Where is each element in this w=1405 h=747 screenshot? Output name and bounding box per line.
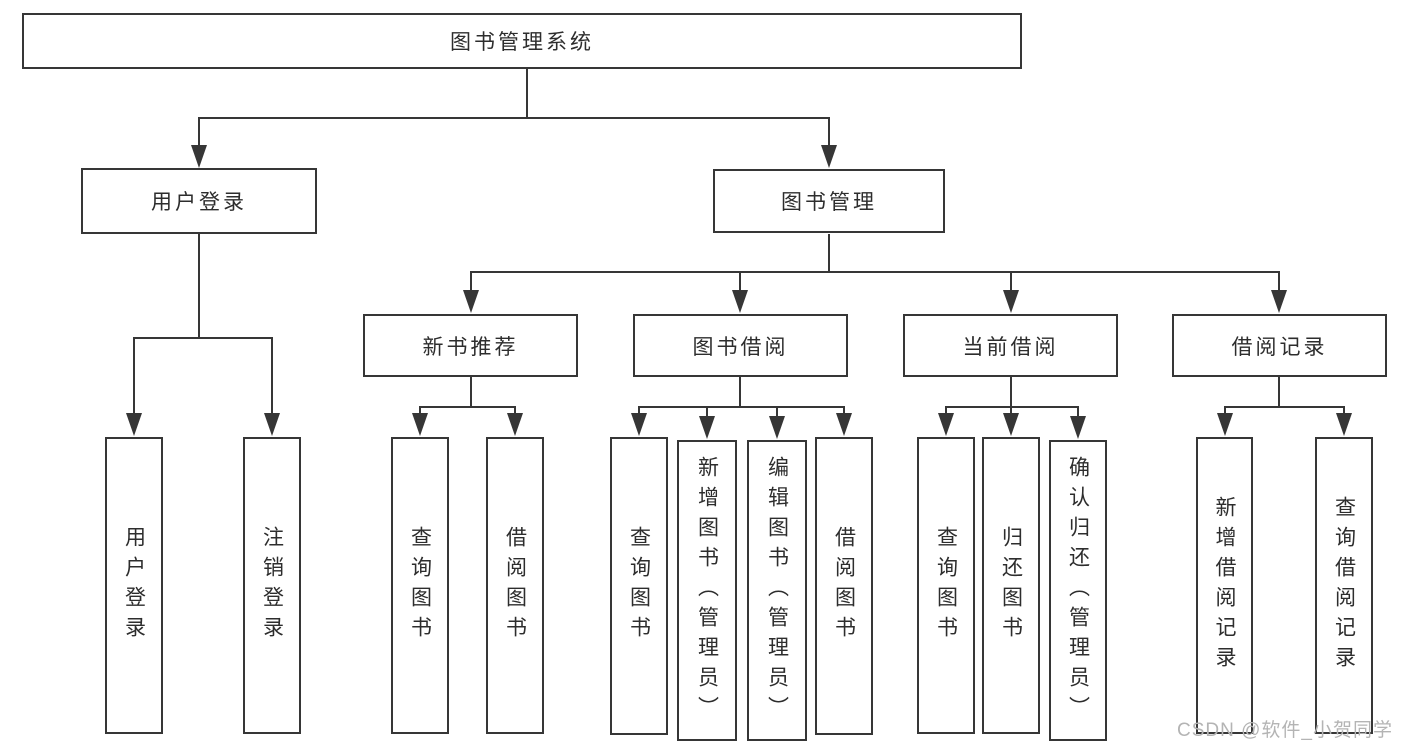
leaf-bb-add-books-admin-label: 新增图书（管理员） <box>695 455 719 726</box>
leaf-logout-label: 注销登录 <box>260 525 284 646</box>
leaf-nbr-query-books-label: 查询图书 <box>408 525 432 646</box>
node-borrowing-records: 借阅记录 <box>1172 314 1387 377</box>
node-user-login-label: 用户登录 <box>151 191 247 214</box>
node-current-borrowing: 当前借阅 <box>903 314 1118 377</box>
leaf-cb-confirm-return-admin-label: 确认归还（管理员） <box>1066 455 1090 726</box>
leaf-bb-borrow-books: 借阅图书 <box>815 437 873 735</box>
node-user-login: 用户登录 <box>81 168 317 234</box>
csdn-watermark: CSDN @软件_小贺同学 <box>1177 720 1393 741</box>
node-book-management: 图书管理 <box>713 169 945 233</box>
leaf-bb-query-books: 查询图书 <box>610 437 668 735</box>
node-book-borrowing-label: 图书借阅 <box>692 335 789 359</box>
node-new-book-recommend: 新书推荐 <box>363 314 578 377</box>
leaf-nbr-borrow-books: 借阅图书 <box>486 437 544 734</box>
node-current-borrowing-label: 当前借阅 <box>962 335 1059 359</box>
node-root: 图书管理系统 <box>22 13 1022 69</box>
node-borrowing-records-label: 借阅记录 <box>1231 335 1328 359</box>
leaf-bb-add-books-admin: 新增图书（管理员） <box>677 440 737 741</box>
leaf-br-add-record: 新增借阅记录 <box>1196 437 1253 734</box>
leaf-br-query-record-label: 查询借阅记录 <box>1332 495 1356 676</box>
leaf-user-login-label: 用户登录 <box>122 525 146 646</box>
node-new-book-recommend-label: 新书推荐 <box>422 335 519 359</box>
leaf-bb-query-books-label: 查询图书 <box>627 526 651 646</box>
leaf-nbr-query-books: 查询图书 <box>391 437 449 734</box>
arrowheads <box>126 145 1352 439</box>
leaf-bb-edit-books-admin-label: 编辑图书（管理员） <box>765 455 789 726</box>
leaf-bb-borrow-books-label: 借阅图书 <box>832 526 856 646</box>
leaf-cb-return-books-label: 归还图书 <box>999 525 1023 646</box>
leaf-bb-edit-books-admin: 编辑图书（管理员） <box>747 440 807 741</box>
leaf-br-add-record-label: 新增借阅记录 <box>1213 495 1236 676</box>
leaf-nbr-borrow-books-label: 借阅图书 <box>503 525 527 646</box>
node-book-borrowing: 图书借阅 <box>633 314 848 377</box>
node-book-management-label: 图书管理 <box>781 191 877 214</box>
node-root-label: 图书管理系统 <box>450 31 594 54</box>
leaf-br-query-record: 查询借阅记录 <box>1315 437 1373 734</box>
leaf-cb-return-books: 归还图书 <box>982 437 1040 734</box>
leaf-logout: 注销登录 <box>243 437 301 734</box>
leaf-user-login: 用户登录 <box>105 437 163 734</box>
leaf-cb-query-books: 查询图书 <box>917 437 975 734</box>
leaf-cb-query-books-label: 查询图书 <box>934 525 958 646</box>
leaf-cb-confirm-return-admin: 确认归还（管理员） <box>1049 440 1107 741</box>
